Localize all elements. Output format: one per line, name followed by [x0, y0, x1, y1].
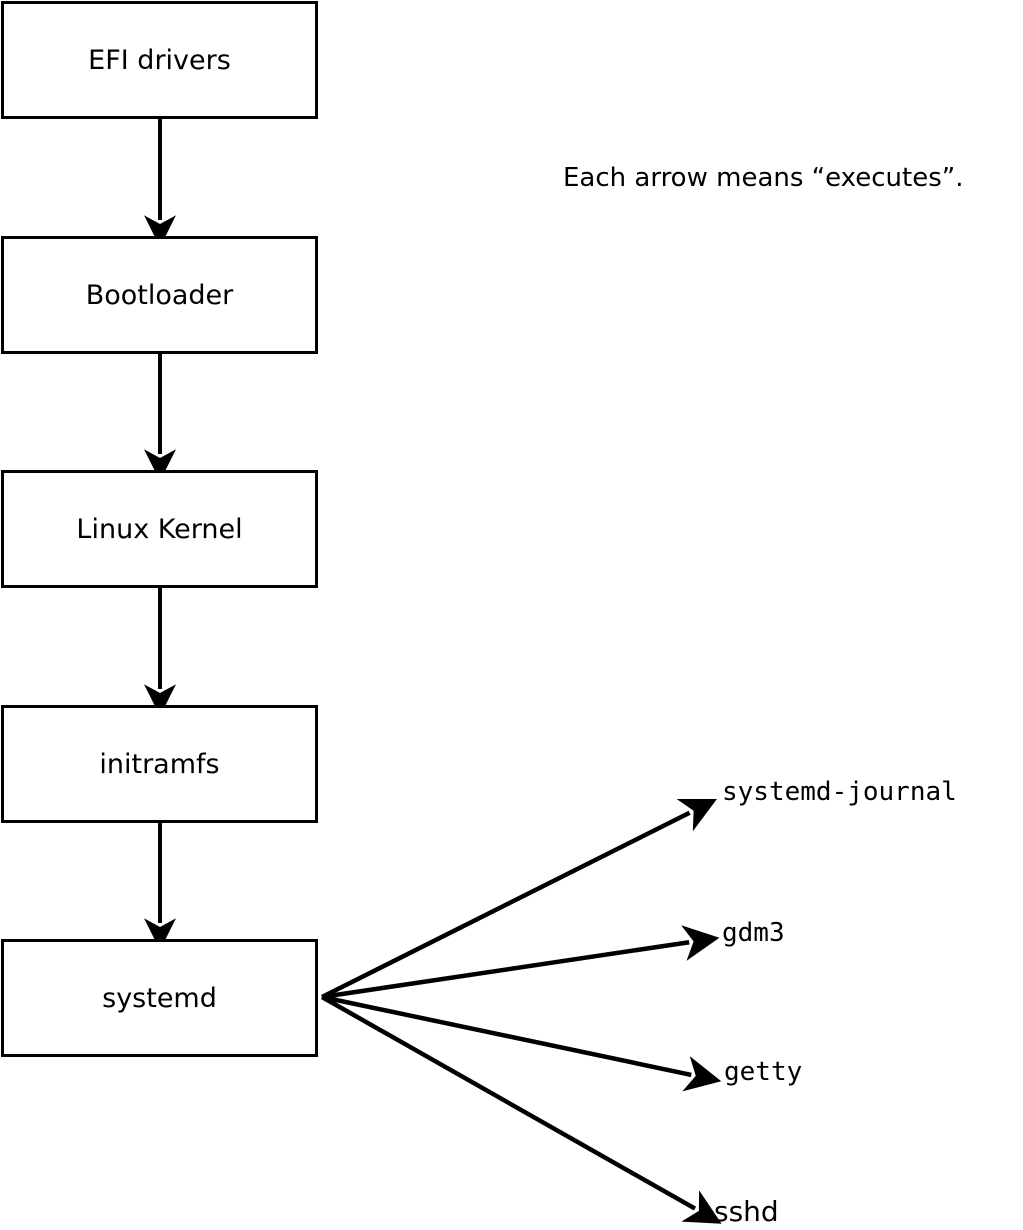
process-box-linux-kernel[interactable]: Linux Kernel [1, 470, 318, 588]
process-box-label: systemd [102, 982, 217, 1014]
diagram-caption: Each arrow means “executes”. [563, 163, 964, 193]
process-box-label: initramfs [99, 748, 220, 780]
leaf-label-systemd-journal[interactable]: systemd-journal [722, 777, 957, 807]
process-box-label: EFI drivers [88, 44, 231, 76]
process-box-initramfs[interactable]: initramfs [1, 705, 318, 823]
leaf-label-gdm3[interactable]: gdm3 [722, 918, 785, 948]
process-box-bootloader[interactable]: Bootloader [1, 236, 318, 354]
process-box-label: Bootloader [85, 279, 234, 311]
fanout-arrow-to-gdm3 [321, 925, 720, 1000]
leaf-label-getty[interactable]: getty [724, 1057, 803, 1087]
leaf-label-sshd[interactable]: sshd [714, 1195, 779, 1228]
fanout-arrow-to-getty [321, 994, 722, 1092]
process-box-label: Linux Kernel [76, 513, 243, 545]
fanout-arrow-group [320, 799, 722, 1224]
process-box-systemd[interactable]: systemd [1, 939, 318, 1057]
fanout-arrow-to-sshd [320, 995, 722, 1224]
process-box-efi-drivers[interactable]: EFI drivers [1, 1, 318, 119]
fanout-arrow-to-systemd-journal [320, 799, 717, 1000]
